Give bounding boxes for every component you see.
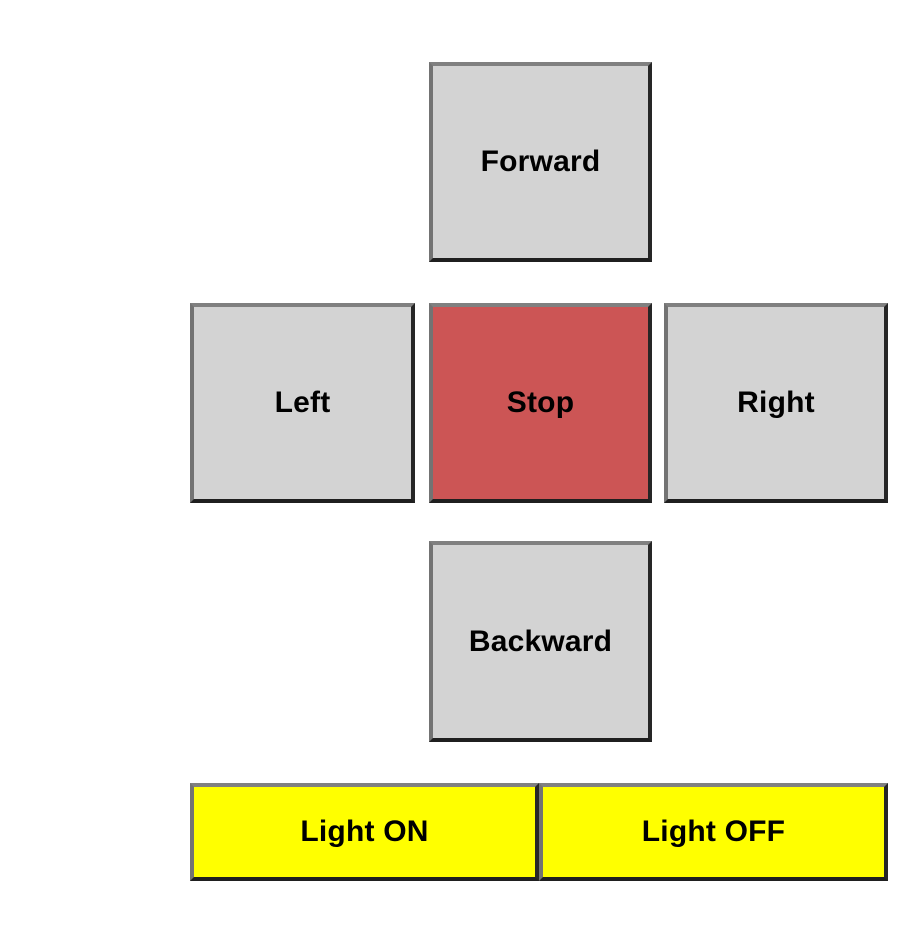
stop-button-label: Stop xyxy=(506,386,575,419)
forward-button-label: Forward xyxy=(480,145,601,178)
left-button[interactable]: Left xyxy=(190,303,415,503)
right-button-label: Right xyxy=(737,386,815,419)
light-on-button[interactable]: Light ON xyxy=(190,783,539,881)
stop-button[interactable]: Stop xyxy=(429,303,652,503)
backward-button-label: Backward xyxy=(468,624,613,658)
right-button[interactable]: Right xyxy=(664,303,888,503)
backward-button[interactable]: Backward xyxy=(429,541,652,742)
forward-button[interactable]: Forward xyxy=(429,62,652,262)
light-on-button-label: Light ON xyxy=(300,815,429,848)
light-off-button[interactable]: Light OFF xyxy=(539,783,888,881)
light-off-button-label: Light OFF xyxy=(641,815,786,848)
left-button-label: Left xyxy=(274,386,331,419)
